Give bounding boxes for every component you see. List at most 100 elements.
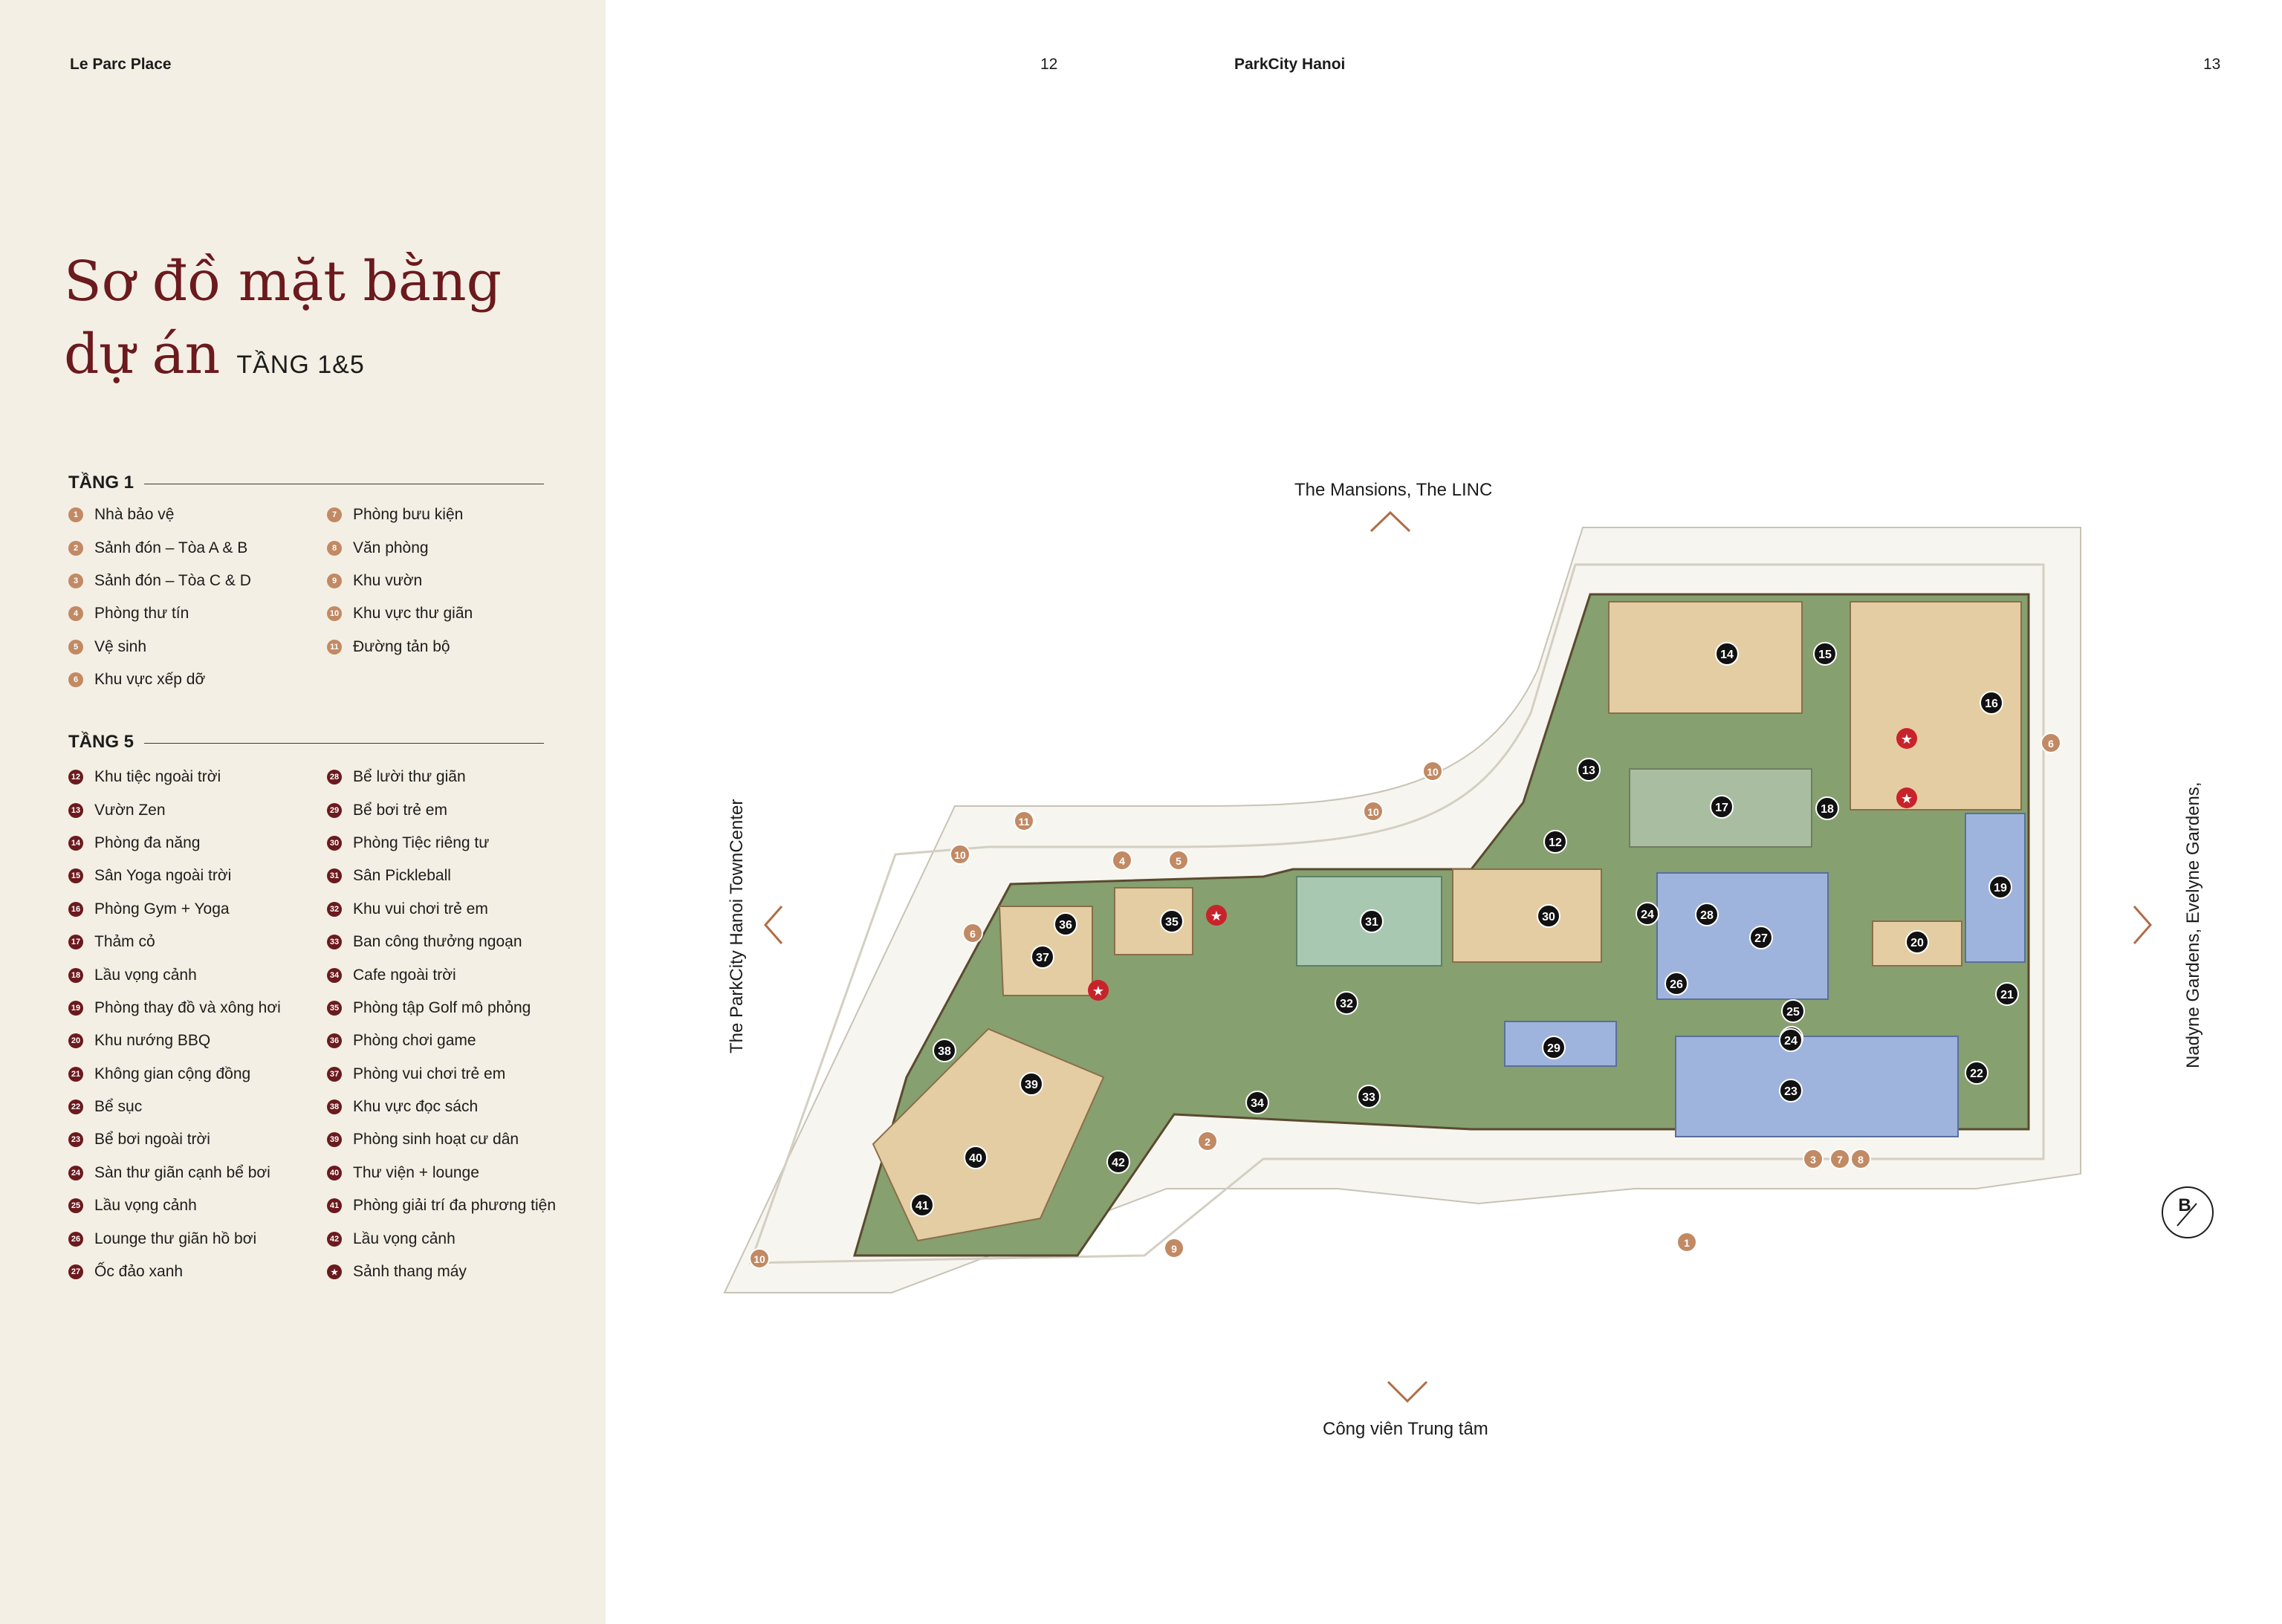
legend-label: Khu vui chơi trẻ em bbox=[353, 900, 488, 917]
floor5-marker[interactable]: 19 bbox=[1988, 875, 2012, 899]
floor5-marker[interactable]: 12 bbox=[1543, 830, 1567, 854]
floor1-marker[interactable]: 3 bbox=[1803, 1149, 1824, 1169]
legend-number-badge: 35 bbox=[327, 1000, 342, 1016]
floor5-marker[interactable]: 17 bbox=[1710, 795, 1734, 819]
floor5-marker[interactable]: 18 bbox=[1815, 796, 1839, 820]
floor5-marker[interactable]: 42 bbox=[1106, 1150, 1130, 1174]
legend-number-badge: 21 bbox=[68, 1066, 83, 1082]
floor5-marker[interactable]: 34 bbox=[1245, 1091, 1269, 1114]
svg-text:1: 1 bbox=[1684, 1237, 1690, 1249]
south-arrow-icon[interactable] bbox=[1387, 1380, 1428, 1403]
floor5-marker[interactable]: 31 bbox=[1360, 909, 1384, 933]
site-plan-map: ★★★★ B 123784566910101010101112131415161… bbox=[723, 510, 2214, 1403]
floor5-marker[interactable]: 41 bbox=[910, 1193, 934, 1217]
floor1-marker[interactable]: 1 bbox=[1676, 1232, 1697, 1253]
floor5-marker[interactable]: 29 bbox=[1542, 1036, 1566, 1059]
floor1-marker[interactable]: 5 bbox=[1168, 850, 1189, 871]
floor5-marker[interactable]: 16 bbox=[1980, 691, 2003, 715]
floor5-marker[interactable]: 20 bbox=[1905, 930, 1929, 954]
north-arrow-icon[interactable] bbox=[1369, 510, 1411, 533]
floor1-marker[interactable]: 6 bbox=[962, 923, 983, 943]
legend-label: Sàn thư giãn cạnh bể bơi bbox=[94, 1163, 270, 1181]
svg-text:10: 10 bbox=[753, 1253, 765, 1265]
page-number-right: 13 bbox=[2203, 56, 2221, 73]
svg-text:10: 10 bbox=[1427, 766, 1439, 778]
legend-label: Phòng Tiệc riêng tư bbox=[353, 834, 490, 851]
floor5-marker[interactable]: 32 bbox=[1335, 991, 1358, 1015]
floor5-marker[interactable]: 37 bbox=[1031, 945, 1054, 969]
floor1-marker[interactable]: 9 bbox=[1164, 1238, 1184, 1258]
floor1-marker[interactable]: 10 bbox=[1363, 801, 1384, 822]
floor1-marker[interactable]: 10 bbox=[749, 1248, 770, 1269]
svg-text:10: 10 bbox=[1367, 806, 1379, 818]
legend-number-badge: 25 bbox=[68, 1198, 83, 1214]
svg-text:24: 24 bbox=[1641, 909, 1654, 921]
svg-text:★: ★ bbox=[1210, 909, 1222, 924]
svg-text:13: 13 bbox=[1582, 764, 1595, 777]
floor5-marker[interactable]: 36 bbox=[1054, 912, 1077, 936]
floor1-marker[interactable]: 8 bbox=[1850, 1149, 1871, 1169]
road-loop bbox=[748, 563, 2045, 1264]
zone-30 bbox=[1452, 868, 1602, 963]
floor1-marker[interactable]: 11 bbox=[1014, 811, 1034, 831]
floor5-marker[interactable]: 23 bbox=[1779, 1079, 1803, 1102]
floor1-marker[interactable]: 6 bbox=[2040, 733, 2061, 753]
floor5-marker[interactable]: 13 bbox=[1577, 758, 1601, 782]
svg-text:18: 18 bbox=[1821, 803, 1834, 816]
floor5-marker[interactable]: 40 bbox=[964, 1146, 988, 1169]
svg-text:31: 31 bbox=[1365, 916, 1378, 929]
legend-number-badge: 5 bbox=[68, 639, 83, 655]
floor1-marker[interactable]: 10 bbox=[950, 844, 970, 865]
legend-number-badge: 18 bbox=[68, 967, 83, 983]
floor5-marker[interactable]: 14 bbox=[1715, 642, 1739, 666]
legend-number-badge: 37 bbox=[327, 1066, 342, 1082]
floor5-marker[interactable]: 39 bbox=[1020, 1072, 1043, 1096]
floor5-marker[interactable]: 25 bbox=[1781, 999, 1805, 1023]
floor5-marker[interactable]: 27 bbox=[1749, 926, 1773, 949]
legend-number-badge: 14 bbox=[68, 835, 83, 851]
floor5-marker[interactable]: 28 bbox=[1695, 903, 1719, 926]
floor5-heading: TẦNG 5 bbox=[68, 732, 544, 754]
floor5-marker[interactable]: 26 bbox=[1665, 972, 1688, 995]
floor5-marker[interactable]: 33 bbox=[1357, 1085, 1381, 1108]
legend-number-badge: 39 bbox=[327, 1132, 342, 1148]
east-arrow-icon[interactable] bbox=[2133, 906, 2152, 944]
floor5-marker[interactable]: 24 bbox=[1636, 902, 1659, 926]
west-arrow-icon[interactable] bbox=[764, 906, 783, 944]
legend-number-badge: 28 bbox=[327, 770, 342, 785]
svg-text:32: 32 bbox=[1340, 998, 1353, 1010]
svg-text:15: 15 bbox=[1818, 649, 1832, 661]
floor5-marker[interactable]: 38 bbox=[933, 1039, 956, 1062]
floor5-marker[interactable]: 30 bbox=[1537, 904, 1560, 928]
floor5-marker[interactable]: 21 bbox=[1995, 982, 2019, 1006]
floor1-marker[interactable]: 2 bbox=[1197, 1131, 1218, 1152]
floor5-marker[interactable]: 15 bbox=[1813, 642, 1837, 666]
legend-label: Khu vườn bbox=[353, 571, 423, 589]
floor5-marker[interactable]: 24 bbox=[1779, 1028, 1803, 1052]
svg-text:★: ★ bbox=[1901, 732, 1913, 747]
zone-14 bbox=[1608, 601, 1803, 714]
svg-text:40: 40 bbox=[969, 1152, 982, 1165]
svg-text:35: 35 bbox=[1165, 916, 1179, 929]
floor1-marker[interactable]: 4 bbox=[1112, 850, 1132, 871]
south-label: Công viên Trung tâm bbox=[1323, 1419, 1488, 1439]
elevator-star-icon: ★ bbox=[1206, 905, 1227, 926]
legend-label: Bể bơi ngoài trời bbox=[94, 1131, 210, 1149]
floor5-marker[interactable]: 35 bbox=[1160, 909, 1184, 933]
legend-label: Lầu vọng cảnh bbox=[94, 966, 197, 984]
svg-text:9: 9 bbox=[1171, 1243, 1177, 1255]
floor5-marker[interactable]: 22 bbox=[1965, 1061, 1988, 1085]
floor1-marker[interactable]: 7 bbox=[1829, 1149, 1850, 1169]
floor1-marker[interactable]: 10 bbox=[1422, 761, 1443, 782]
legend-label: Phòng tập Golf mô phỏng bbox=[353, 998, 531, 1016]
